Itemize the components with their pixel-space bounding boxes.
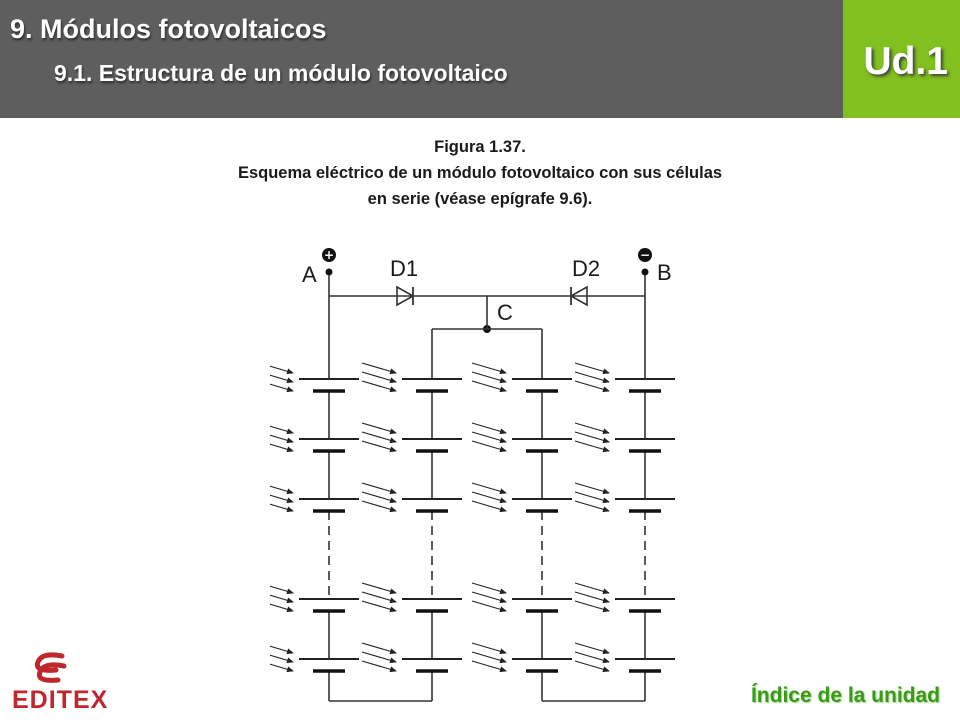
light-ray-arrow xyxy=(270,594,294,604)
light-ray-arrow xyxy=(270,603,294,613)
light-ray-arrow xyxy=(574,642,610,655)
light-ray-arrow xyxy=(270,434,294,444)
light-ray-arrow xyxy=(361,482,397,495)
light-ray-arrow xyxy=(471,642,507,655)
light-ray-arrow xyxy=(471,380,507,393)
plus-sign: + xyxy=(324,248,334,262)
minus-sign: − xyxy=(640,248,650,262)
light-ray-arrow xyxy=(361,422,397,435)
light-ray-arrow xyxy=(361,600,397,613)
terminal-b-label: B xyxy=(657,260,672,285)
light-ray-arrow xyxy=(361,591,397,604)
circuit-wiring xyxy=(328,275,646,330)
light-ray-arrow xyxy=(270,485,294,495)
terminal-b-dot xyxy=(641,268,649,276)
light-ray-arrow xyxy=(361,660,397,673)
light-ray-arrow xyxy=(574,591,610,604)
light-ray-arrow xyxy=(574,651,610,664)
unit-index-link[interactable]: Índice de la unidad xyxy=(750,684,940,707)
light-ray-arrow xyxy=(270,425,294,435)
figure-caption-line-1: Esquema eléctrico de un módulo fotovolta… xyxy=(237,164,723,182)
light-ray-arrow xyxy=(471,431,507,444)
figure-caption: Figura 1.37. Esquema eléctrico de un mód… xyxy=(120,134,840,212)
light-ray-arrow xyxy=(270,654,294,664)
negative-terminal-symbol: − xyxy=(638,248,652,262)
light-ray-arrow xyxy=(471,591,507,604)
light-ray-arrow xyxy=(574,482,610,495)
light-ray-arrow xyxy=(361,491,397,504)
light-ray-arrow xyxy=(471,582,507,595)
terminal-a-dot xyxy=(325,268,333,276)
pv-module-circuit-diagram: A B C D1 D2 + − xyxy=(270,248,675,702)
slide-subtitle: 9.1. Estructura de un módulo fotovoltaic… xyxy=(54,60,508,86)
light-ray-arrow xyxy=(471,500,507,513)
light-ray-arrow xyxy=(471,362,507,375)
diode-d2 xyxy=(569,285,588,307)
light-ray-arrow xyxy=(361,651,397,664)
unit-label: Ud.1 xyxy=(863,40,948,83)
terminal-c-label: C xyxy=(497,300,513,325)
light-ray-arrow xyxy=(471,651,507,664)
slide-title: 9. Módulos fotovoltaicos xyxy=(10,14,327,44)
light-ray-arrow xyxy=(574,380,610,393)
diode-d2-label: D2 xyxy=(572,256,600,281)
light-ray-arrow xyxy=(574,582,610,595)
light-ray-arrow xyxy=(471,600,507,613)
light-ray-arrow xyxy=(270,374,294,384)
light-ray-arrow xyxy=(574,362,610,375)
light-ray-arrow xyxy=(471,660,507,673)
light-ray-arrow xyxy=(574,660,610,673)
light-ray-arrow xyxy=(574,371,610,384)
light-ray-arrow xyxy=(361,380,397,393)
light-ray-arrow xyxy=(361,642,397,655)
light-ray-arrow xyxy=(361,431,397,444)
light-ray-arrow xyxy=(361,582,397,595)
light-ray-arrow xyxy=(574,600,610,613)
light-ray-arrow xyxy=(270,585,294,595)
light-ray-arrow xyxy=(270,503,294,513)
figure-number: Figura 1.37. xyxy=(434,138,526,156)
light-ray-arrow xyxy=(574,431,610,444)
light-ray-arrow xyxy=(471,422,507,435)
light-ray-arrow xyxy=(270,494,294,504)
editex-book-icon xyxy=(34,652,67,683)
light-ray-arrow xyxy=(574,422,610,435)
editex-logo-text: EDITEX xyxy=(12,686,108,714)
light-ray-arrow xyxy=(270,645,294,655)
editex-logo: EDITEX xyxy=(12,652,108,714)
figure-caption-line-2: en serie (véase epígrafe 9.6). xyxy=(367,190,593,208)
light-ray-arrow xyxy=(574,500,610,513)
header-bar: 9. Módulos fotovoltaicos 9.1. Estructura… xyxy=(0,0,843,118)
light-ray-arrow xyxy=(471,440,507,453)
diode-d1 xyxy=(396,285,415,307)
light-ray-arrow xyxy=(361,362,397,375)
terminal-a-label: A xyxy=(302,262,317,287)
light-ray-arrow xyxy=(361,371,397,384)
light-ray-arrow xyxy=(270,443,294,453)
diode-d1-label: D1 xyxy=(390,256,418,281)
light-ray-arrow xyxy=(270,663,294,673)
unit-badge: Ud.1 xyxy=(843,0,960,118)
light-ray-arrow xyxy=(471,482,507,495)
light-ray-arrow xyxy=(361,500,397,513)
cell-strings xyxy=(270,296,675,702)
light-ray-arrow xyxy=(471,371,507,384)
light-ray-arrow xyxy=(270,383,294,393)
light-ray-arrow xyxy=(574,440,610,453)
light-ray-arrow xyxy=(270,365,294,375)
light-ray-arrow xyxy=(361,440,397,453)
light-ray-arrow xyxy=(471,491,507,504)
positive-terminal-symbol: + xyxy=(322,248,336,262)
light-ray-arrow xyxy=(574,491,610,504)
